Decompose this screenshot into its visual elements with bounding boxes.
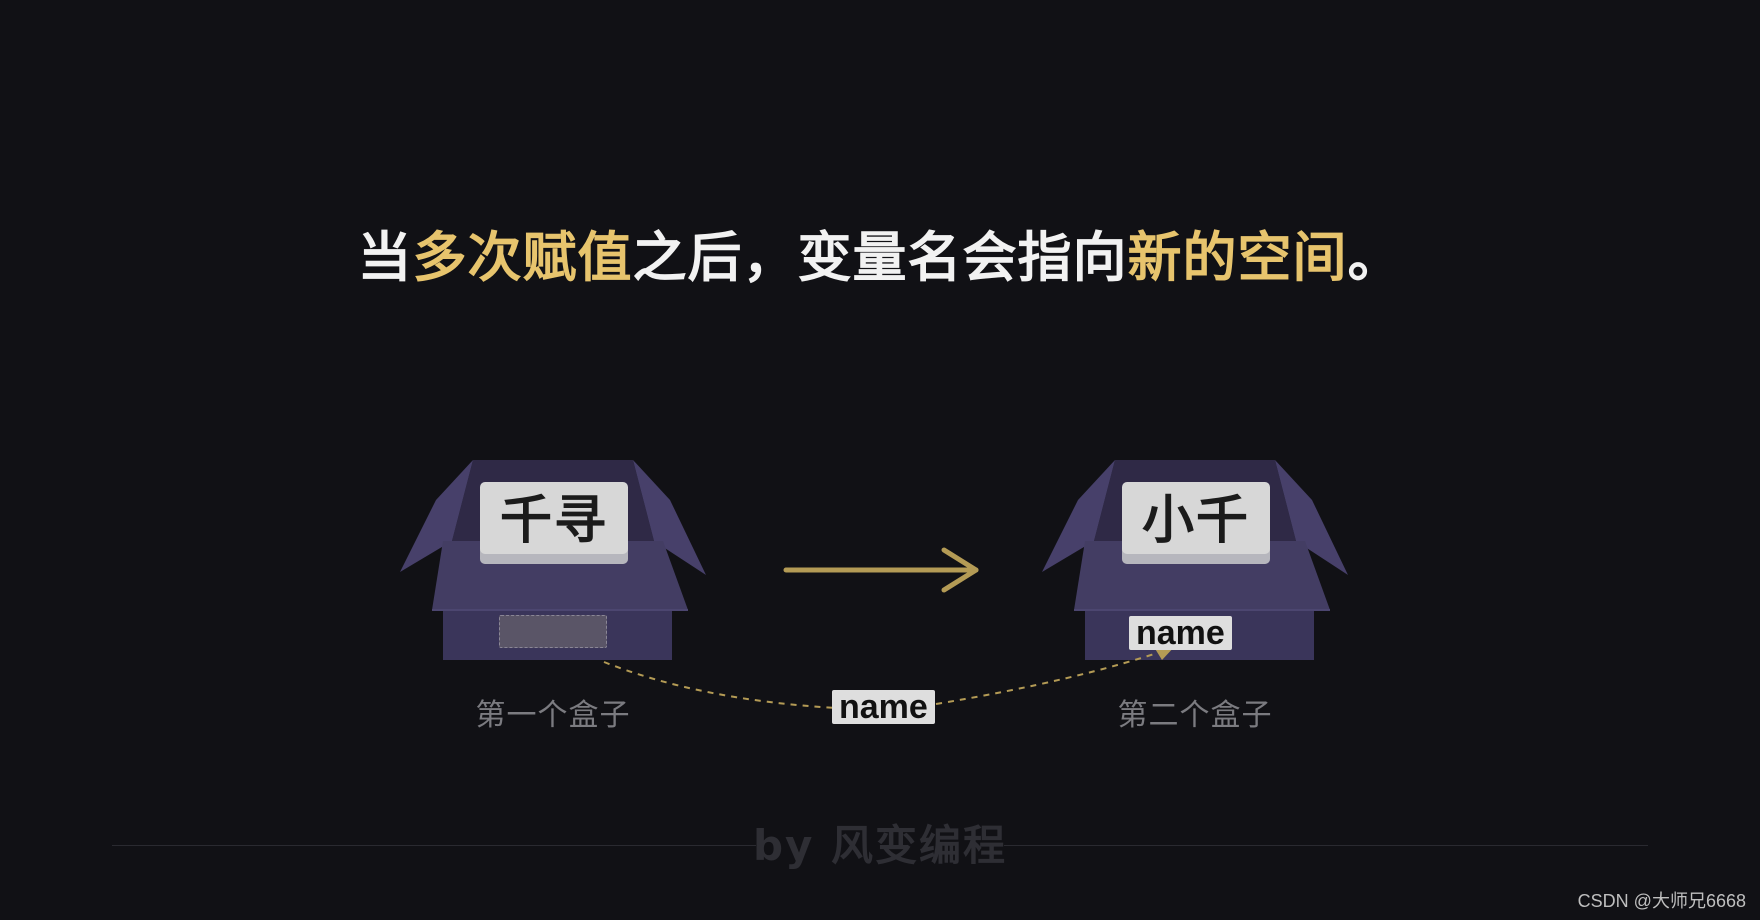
headline-part-2: 之后，变量名会指向 [632, 226, 1128, 289]
headline-part-3: 。 [1347, 226, 1403, 289]
watermark: CSDN @大师兄6668 [1577, 891, 1746, 911]
second-box-label: 小千 [1122, 482, 1270, 564]
footer-divider-left [112, 845, 756, 846]
right-arrow-icon [783, 547, 979, 593]
headline: 当多次赋值之后，变量名会指向新的空间。 [0, 218, 1760, 298]
name-tag-moving: name [832, 690, 935, 724]
headline-part-1: 当 [357, 226, 413, 289]
headline-highlight-2: 新的空间 [1127, 226, 1348, 289]
footer-credit: by 风变编程 [752, 821, 1008, 870]
empty-slot [499, 615, 607, 648]
first-box-label: 千寻 [480, 482, 628, 564]
second-box-caption: 第二个盒子 [1117, 698, 1273, 733]
first-box: 千寻 [400, 455, 706, 660]
footer-divider-right [1004, 845, 1648, 846]
headline-highlight-1: 多次赋值 [412, 226, 633, 289]
name-tag-in-box: name [1129, 616, 1232, 650]
first-box-caption: 第一个盒子 [475, 698, 631, 733]
second-box: 小千 name [1042, 455, 1348, 660]
